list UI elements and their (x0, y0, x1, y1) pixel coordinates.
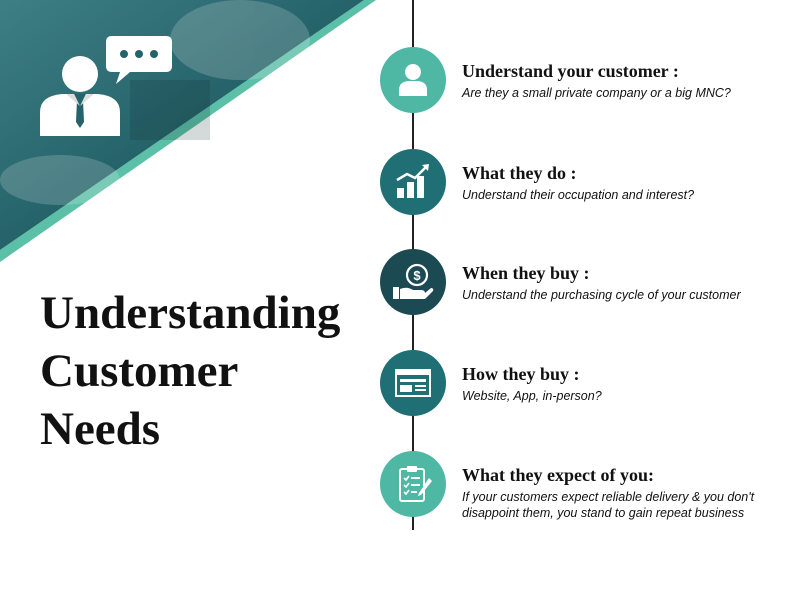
step-icon-circle (380, 47, 446, 113)
timeline-step: How they buy : Website, App, in-person? (380, 350, 790, 420)
step-title: How they buy : (462, 364, 580, 384)
step-icon-circle (380, 451, 446, 517)
step-description: Are they a small private company or a bi… (462, 86, 731, 100)
svg-text:$: $ (413, 268, 421, 283)
title-line: Customer (40, 345, 239, 397)
timeline-step: $ When they buy : Understand the purchas… (380, 249, 790, 319)
browser-window-icon (395, 369, 431, 397)
growth-chart-icon (396, 164, 429, 198)
step-title: What they expect of you: (462, 465, 654, 485)
step-description: Website, App, in-person? (462, 389, 602, 403)
user-icon (399, 64, 427, 96)
timeline-step: What they do : Understand their occupati… (380, 149, 790, 219)
photo-texture (0, 0, 310, 205)
step-title: What they do : (462, 163, 577, 183)
step-title: Understand your customer : (462, 61, 679, 81)
clipboard-checklist-icon (399, 466, 432, 502)
step-description: Understand their occupation and interest… (462, 188, 695, 202)
title-line: Understanding (40, 287, 341, 339)
step-icon-circle: $ (380, 249, 446, 315)
step-description: If your customers expect reliable delive… (462, 490, 755, 520)
step-icon-circle (380, 149, 446, 215)
step-icon-circle (380, 350, 446, 416)
page-title: Understanding Customer Needs (40, 284, 340, 458)
hero-stripe (0, 0, 376, 262)
timeline-step: What they expect of you: If your custome… (380, 451, 790, 521)
step-description: Understand the purchasing cycle of your … (462, 288, 741, 302)
businessman-icon (40, 56, 120, 136)
title-line: Needs (40, 403, 161, 455)
step-title: When they buy : (462, 263, 590, 283)
speech-bubble-icon (106, 36, 172, 84)
timeline-step: Understand your customer : Are they a sm… (380, 47, 790, 117)
money-hand-icon: $ (393, 263, 434, 299)
